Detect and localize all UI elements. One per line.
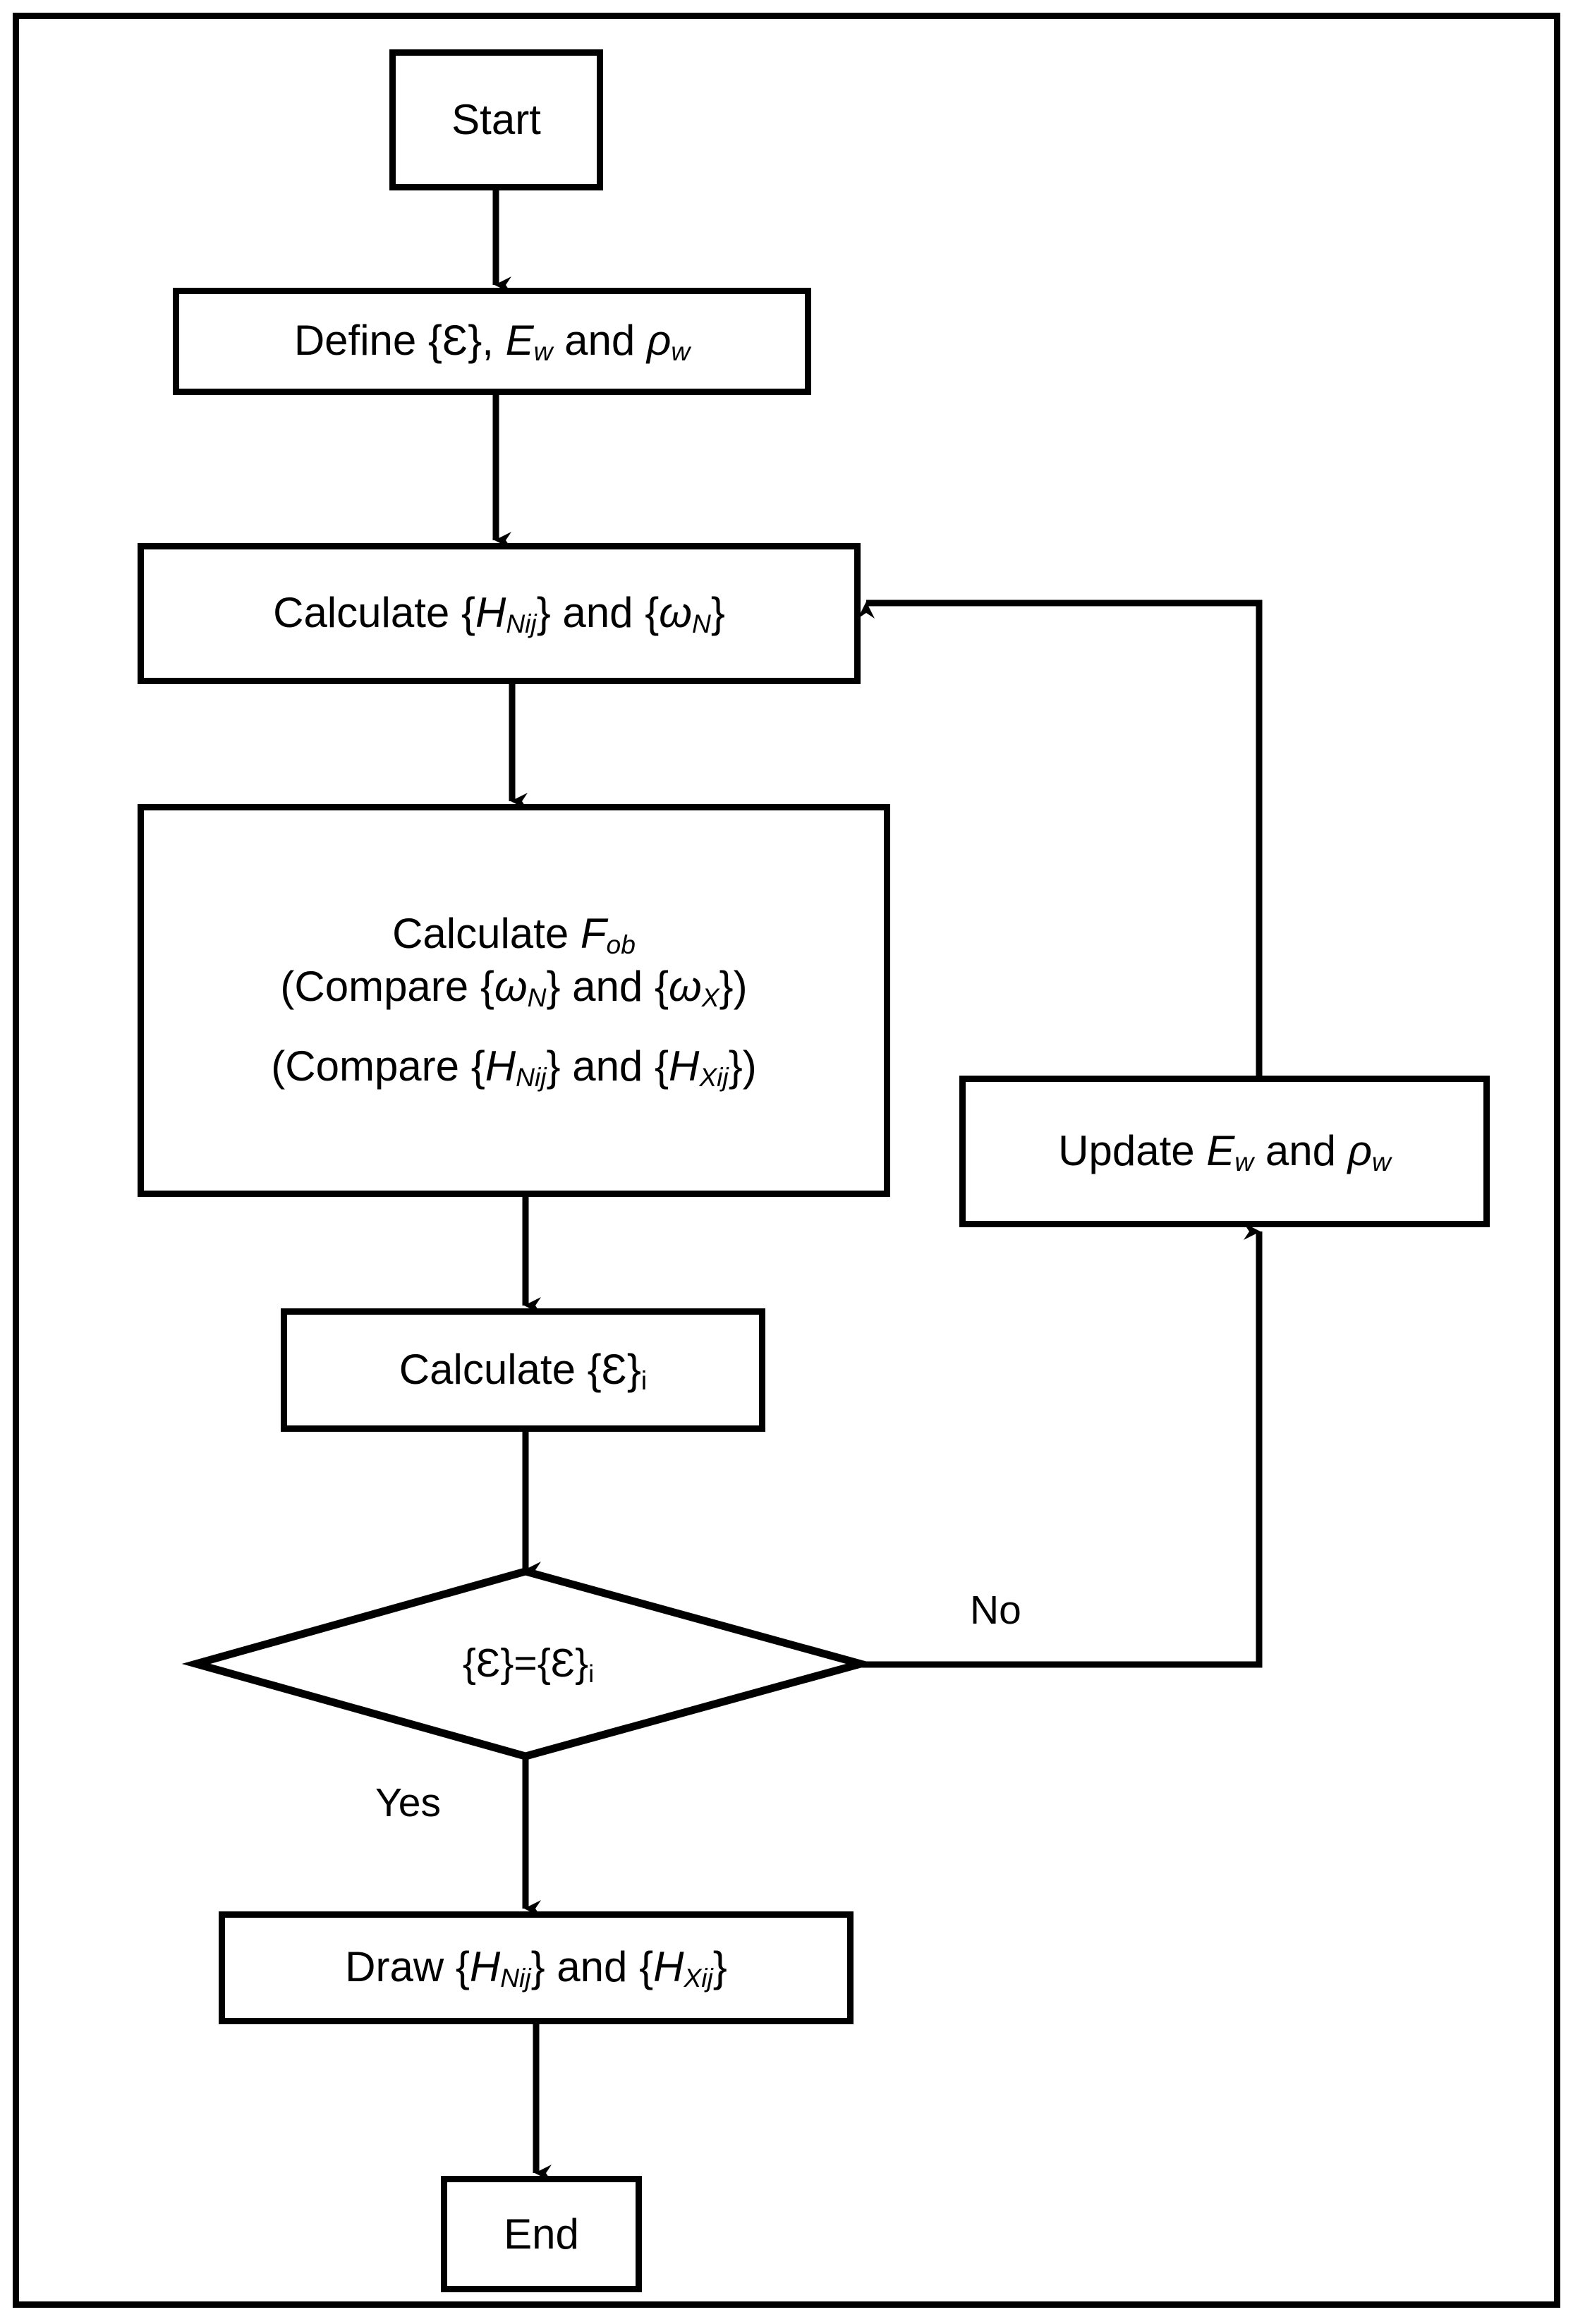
node-start[interactable]: Start: [389, 49, 603, 190]
node-decision[interactable]: {Ɛ}={Ɛ}i: [196, 1571, 861, 1756]
node-end[interactable]: End: [441, 2176, 642, 2292]
node-define[interactable]: Define {Ɛ}, Ew and ρw: [173, 288, 811, 395]
node-define-label: Define {Ɛ}, Ew and ρw: [293, 317, 691, 367]
node-update-label: Update Ew and ρw: [1058, 1126, 1391, 1176]
calculate-fob-line-3: (Compare {HNij} and {HXij}): [271, 1042, 757, 1093]
node-draw-label: Draw {HNij} and {HXij}: [345, 1943, 727, 1993]
calculate-fob-line-1: Calculate Fob: [392, 909, 636, 959]
node-update[interactable]: Update Ew and ρw: [959, 1076, 1490, 1227]
node-calculate-fob-label: Calculate Fob (Compare {ωN} and {ωX}) (C…: [144, 908, 884, 1094]
edge-label-no: No: [970, 1588, 1021, 1633]
calculate-fob-line-2: (Compare {ωN} and {ωX}): [280, 963, 748, 1013]
node-calculate-fob[interactable]: Calculate Fob (Compare {ωN} and {ωX}) (C…: [138, 804, 890, 1197]
node-calculate-epsilon[interactable]: Calculate {Ɛ}i: [281, 1308, 765, 1432]
node-decision-label: {Ɛ}={Ɛ}i: [462, 1640, 595, 1688]
node-calculate-epsilon-label: Calculate {Ɛ}i: [399, 1345, 648, 1395]
node-draw[interactable]: Draw {HNij} and {HXij}: [219, 1911, 854, 2024]
diagram-frame: [13, 13, 1560, 2308]
node-calculate-h-label: Calculate {HNij} and {ωN}: [273, 589, 725, 639]
node-calculate-h[interactable]: Calculate {HNij} and {ωN}: [138, 543, 861, 684]
node-end-label: End: [504, 2210, 579, 2258]
calculate-fob-spacer: [151, 1014, 877, 1040]
edge-label-yes: Yes: [375, 1780, 441, 1825]
node-start-label: Start: [451, 96, 541, 144]
